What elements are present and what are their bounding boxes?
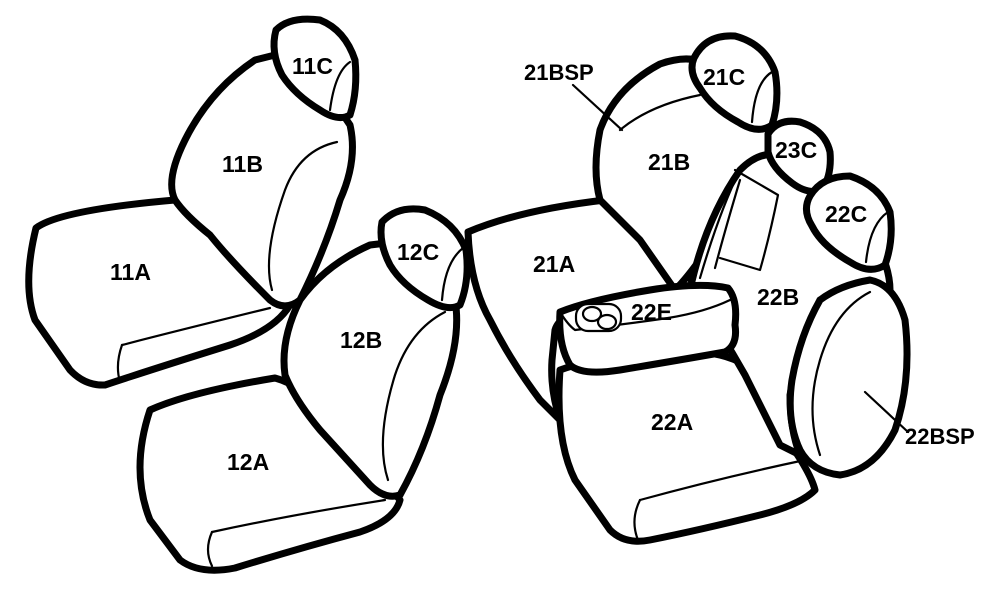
cup-holder-icon <box>574 302 623 333</box>
leader-22BSP <box>863 390 910 434</box>
label-21BSP: 21BSP <box>524 60 594 85</box>
label-11A: 11A <box>110 259 151 285</box>
label-22B: 22B <box>757 284 799 310</box>
label-21C: 21C <box>703 64 745 90</box>
rear-bench <box>464 32 911 545</box>
leader-21BSP <box>571 83 624 132</box>
seat-part-11C <box>270 15 360 122</box>
seat-part-22C <box>803 172 895 273</box>
seat-part-22BSP <box>786 276 911 479</box>
label-23C: 23C <box>775 137 817 163</box>
seat-12 <box>136 205 471 574</box>
label-22E: 22E <box>631 299 672 325</box>
label-11B: 11B <box>222 151 263 177</box>
seat-11 <box>25 15 360 389</box>
label-22A: 22A <box>651 409 693 435</box>
label-12B: 12B <box>340 327 382 353</box>
label-12A: 12A <box>227 449 269 475</box>
label-22C: 22C <box>825 201 867 227</box>
seat-part-23C <box>764 117 834 195</box>
label-12C: 12C <box>397 239 439 265</box>
label-22BSP: 22BSP <box>905 424 975 449</box>
armrest-22E <box>556 281 740 376</box>
label-21B: 21B <box>648 149 690 175</box>
label-11C: 11C <box>292 53 333 79</box>
seat-part-12B <box>280 238 461 500</box>
seat-part-12C <box>377 205 471 312</box>
seat-part-11B <box>168 51 356 310</box>
label-21A: 21A <box>533 251 575 277</box>
